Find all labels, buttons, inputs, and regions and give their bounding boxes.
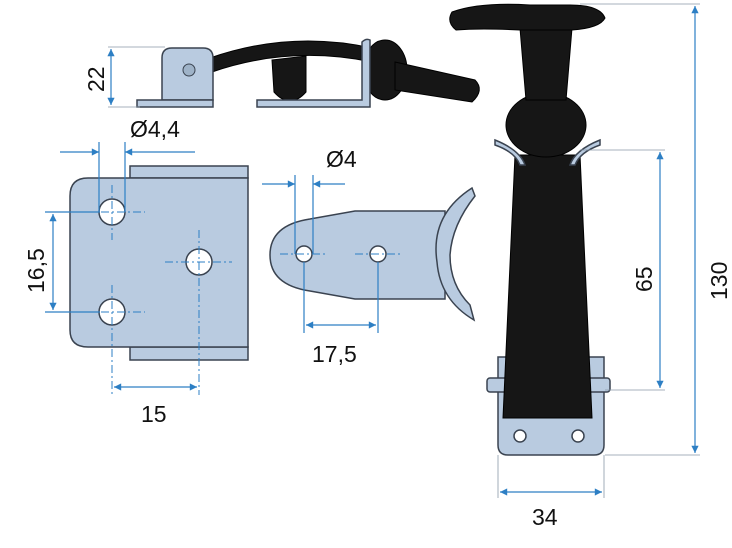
dim-65: 65 (631, 266, 657, 292)
tab-hook (435, 186, 476, 322)
dim-16-5: 16,5 (23, 248, 49, 293)
right-base (256, 38, 371, 108)
rivet (182, 63, 196, 77)
dim-130: 130 (706, 262, 732, 300)
handle-t-bar (449, 3, 606, 31)
plate (69, 177, 249, 348)
left-base (136, 99, 214, 108)
t-handle: 65 130 34 (449, 3, 732, 530)
dim-34: 34 (532, 504, 558, 530)
side-view: 22 (83, 38, 480, 108)
handle-wings (494, 138, 601, 166)
handle-body (502, 154, 593, 419)
plate-flange-bottom (129, 346, 249, 361)
handle-stem (519, 27, 573, 101)
dim-4-4: Ø4,4 (130, 116, 180, 142)
bracket-hole (571, 429, 585, 443)
plate-flange-top (129, 165, 249, 179)
handle-ball (505, 92, 587, 158)
catch-tab: Ø4 17,5 (262, 146, 476, 367)
mounting-plate: Ø4,4 16,5 15 (23, 116, 249, 427)
rubber-tail (394, 61, 480, 103)
dim-15: 15 (141, 401, 167, 427)
rubber-peg (271, 55, 307, 102)
dim-4: Ø4 (326, 146, 357, 172)
dim-17-5: 17,5 (312, 341, 357, 367)
tab (269, 210, 446, 300)
bracket-hole (513, 429, 527, 443)
dim-22: 22 (83, 66, 109, 92)
